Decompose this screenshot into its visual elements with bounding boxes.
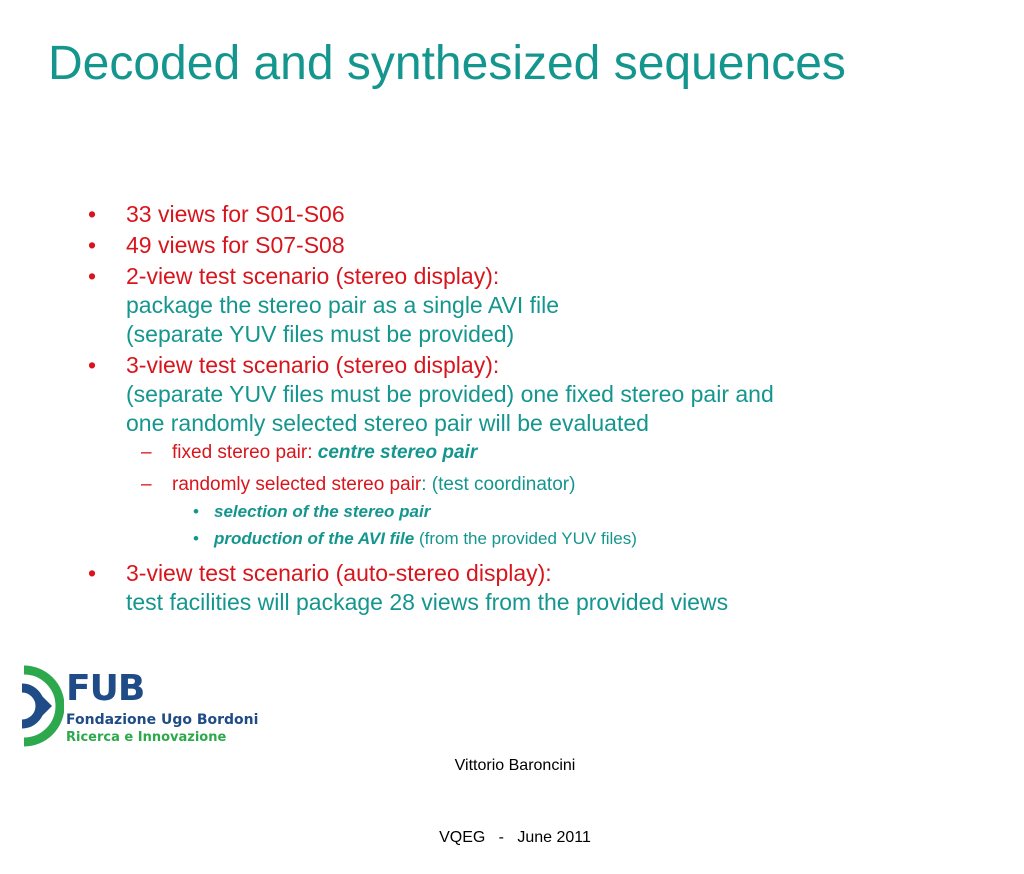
sub-bullet-item: – fixed stereo pair: centre stereo pair [0, 440, 1024, 466]
sub-bullet-label: randomly selected stereo pair [172, 474, 422, 495]
fub-logo-mark-icon [21, 665, 64, 747]
sub-bullet-item: – randomly selected stereo pair: (test c… [0, 472, 1024, 498]
bullet-detail: (separate YUV files must be provided) [126, 321, 515, 347]
footer-event: VQEG - June 2011 [439, 829, 591, 846]
dash-icon: – [141, 442, 152, 463]
fub-logo: FUB Fondazione Ugo Bordoni Ricerca e Inn… [18, 664, 258, 754]
sub-bullet-rest: : (test coordinator) [421, 474, 576, 495]
bullet-detail: one randomly selected stereo pair will b… [126, 410, 649, 436]
logo-name: FUB [66, 668, 145, 709]
footer: Vittorio Baroncini VQEG - June 2011 [410, 706, 620, 874]
bullet-dot-icon: • [88, 201, 97, 227]
bullet-detail: package the stereo pair as a single AVI … [126, 292, 560, 318]
footer-author: Vittorio Baroncini [454, 757, 576, 774]
bullet-detail: (separate YUV files must be provided) on… [126, 381, 774, 407]
bullet-heading: 3-view test scenario (auto-stereo displa… [126, 560, 552, 586]
logo-line-1: Fondazione Ugo Bordoni [66, 712, 259, 728]
slide-title: Decoded and synthesized sequences [48, 37, 846, 90]
bullet-heading: 2-view test scenario (stereo display): [126, 263, 500, 289]
sub-sub-bullet-item: • selection of the stereo pair [0, 500, 1024, 524]
bullet-item: • 3-view test scenario (auto-stereo disp… [0, 559, 1024, 617]
bullet-dot-icon: • [88, 352, 97, 378]
bullet-item: • 3-view test scenario (stereo display):… [0, 351, 1024, 438]
sub-sub-bullet-rest: (from the provided YUV files) [414, 529, 637, 548]
bullet-text: 33 views for S01-S06 [126, 201, 345, 227]
bullet-detail: test facilities will package 28 views fr… [126, 589, 729, 615]
sub-bullet-value: centre stereo pair [317, 442, 478, 463]
sub-sub-bullet-emph: selection of the stereo pair [214, 502, 431, 521]
bullet-text: 49 views for S07-S08 [126, 232, 345, 258]
bullet-dot-icon: • [88, 560, 97, 586]
sub-bullet-colon: : [307, 442, 313, 463]
sub-sub-bullet-emph: production of the AVI file [214, 529, 415, 548]
bullet-dot-icon: • [193, 502, 199, 521]
bullet-heading: 3-view test scenario (stereo display): [126, 352, 500, 378]
bullet-item: • 2-view test scenario (stereo display):… [0, 262, 1024, 349]
logo-line-2: Ricerca e Innovazione [66, 730, 227, 745]
sub-sub-bullet-item: • production of the AVI file (from the p… [0, 527, 1024, 551]
bullet-item: • 33 views for S01-S06 [0, 200, 1024, 229]
dash-icon: – [141, 474, 152, 495]
bullet-dot-icon: • [88, 232, 97, 258]
bullet-dot-icon: • [88, 263, 97, 289]
bullet-list: • 33 views for S01-S06 • 49 views for S0… [0, 200, 1024, 619]
bullet-dot-icon: • [193, 529, 199, 548]
sub-bullet-label: fixed stereo pair [172, 442, 308, 463]
bullet-item: • 49 views for S07-S08 [0, 231, 1024, 260]
